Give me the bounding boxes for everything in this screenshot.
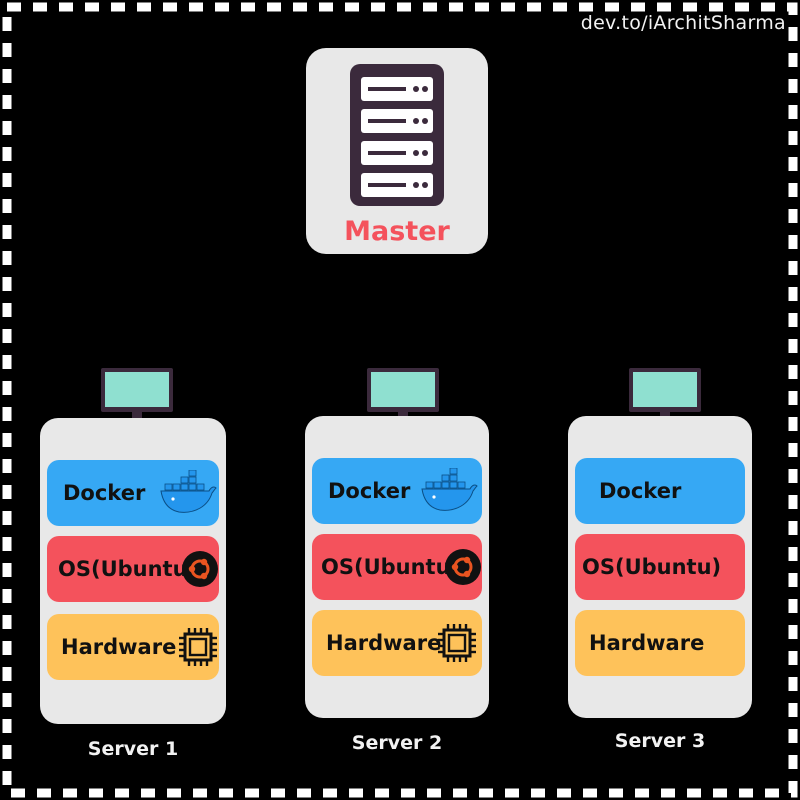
desktop-computer-icon	[101, 368, 191, 439]
server-1-label: Server 1	[87, 738, 179, 760]
server-tower: Docker OS(Ubuntu) Hardware	[568, 416, 752, 718]
docker-layer: Docker	[47, 460, 219, 526]
master-label: Master	[344, 216, 450, 247]
server-3-label: Server 3	[614, 730, 706, 752]
os-layer: OS(Ubuntu)	[575, 534, 745, 600]
ubuntu-logo-icon	[182, 551, 218, 587]
server-rack-icon	[350, 64, 444, 206]
os-label: OS(Ubuntu)	[582, 555, 722, 579]
os-label: OS(Ubuntu)	[321, 555, 461, 579]
master-node: Master	[306, 48, 488, 254]
hardware-layer: Hardware	[312, 610, 482, 676]
hardware-label: Hardware	[61, 635, 177, 659]
server-2-label: Server 2	[351, 732, 443, 754]
cpu-chip-icon	[438, 624, 476, 662]
ubuntu-logo-icon	[445, 549, 481, 585]
hardware-label: Hardware	[326, 631, 442, 655]
docker-label: Docker	[328, 479, 411, 503]
docker-whale-icon	[160, 470, 217, 513]
docker-label: Docker	[63, 481, 146, 505]
os-layer: OS(Ubuntu)	[312, 534, 482, 600]
docker-layer: Docker	[312, 458, 482, 524]
cpu-chip-icon	[179, 628, 217, 666]
server-tower: Docker OS(Ubuntu) Hardware	[305, 416, 489, 718]
hardware-layer: Hardware	[47, 614, 219, 680]
docker-layer: Docker	[575, 458, 745, 524]
server-tower: Docker OS(Ubuntu) Hardware	[40, 418, 226, 724]
docker-label: Docker	[599, 479, 682, 503]
hardware-layer: Hardware	[575, 610, 745, 676]
credit-text: dev.to/iArchitSharma	[580, 12, 786, 34]
os-layer: OS(Ubuntu)	[47, 536, 219, 602]
os-label: OS(Ubuntu)	[58, 557, 198, 581]
hardware-label: Hardware	[589, 631, 705, 655]
docker-whale-icon	[421, 468, 478, 511]
